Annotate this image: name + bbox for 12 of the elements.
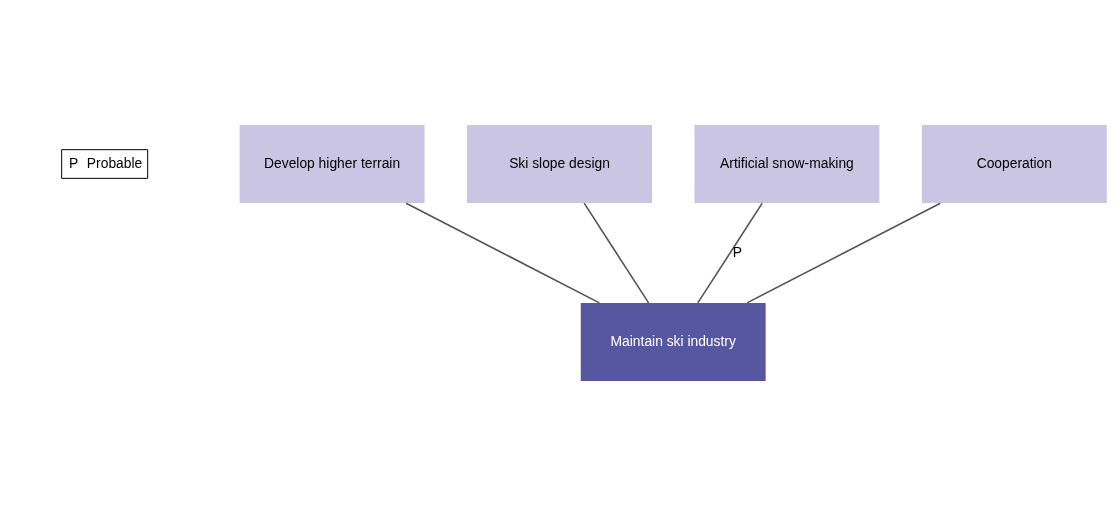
node-box: Maintain ski industry <box>580 302 766 382</box>
connector <box>697 202 764 304</box>
label: Probable <box>86 155 143 172</box>
node-box: Artificial snow-making <box>694 124 880 204</box>
node-box: Cooperation <box>921 124 1107 204</box>
connector <box>405 202 601 304</box>
label: P <box>69 155 79 172</box>
node-box: Ski slope design <box>467 124 652 204</box>
connector <box>583 202 650 304</box>
node-box: Develop higher terrain <box>239 124 425 204</box>
edge-label: P <box>732 243 743 260</box>
connector <box>746 202 942 304</box>
